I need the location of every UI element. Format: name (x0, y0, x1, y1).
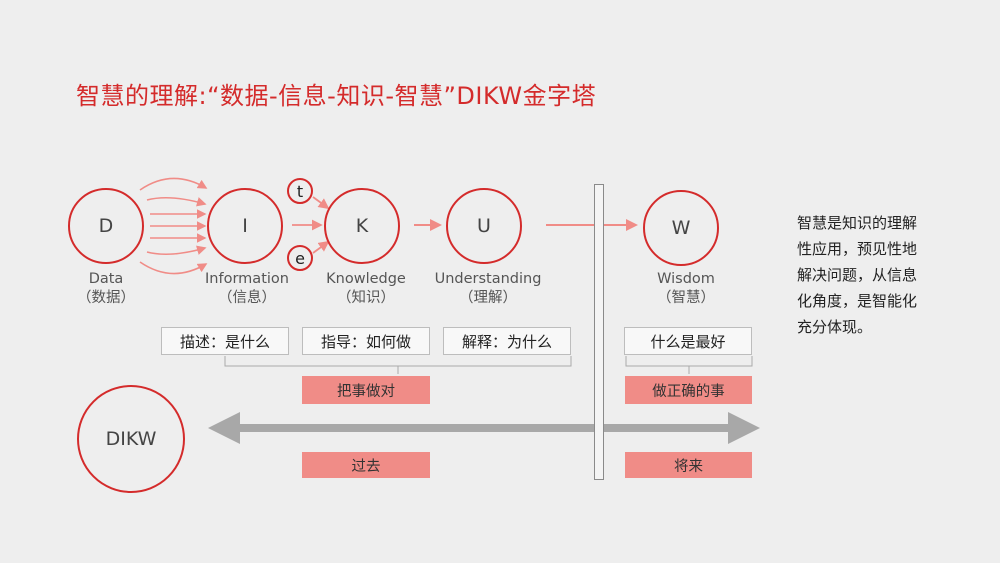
dikw-label: DIKW (105, 428, 157, 450)
knowledge-label: Knowledge （知识） (326, 270, 406, 308)
information-letter: I (242, 215, 248, 237)
data-label: Data （数据） (77, 270, 135, 308)
wisdom-letter: W (671, 217, 691, 239)
wisdom-name-cn: （智慧） (657, 290, 715, 306)
knowledge-circle: K (324, 188, 400, 264)
understanding-letter: U (477, 215, 491, 237)
guide-box: 指导：如何做 (302, 327, 430, 355)
information-name-cn: （信息） (218, 290, 276, 306)
e-letter: e (295, 248, 305, 268)
knowledge-name-cn: （知识） (337, 290, 395, 306)
divider-bar (594, 184, 604, 480)
understanding-name-en: Understanding (434, 271, 542, 287)
wisdom-circle: W (643, 190, 719, 266)
data-letter: D (98, 215, 114, 237)
explain-box: 解释：为什么 (443, 327, 571, 355)
t-circle: t (287, 178, 313, 204)
understanding-label: Understanding （理解） (435, 270, 542, 308)
data-circle: D (68, 188, 144, 264)
knowledge-name-en: Knowledge (326, 271, 406, 287)
wisdom-explanation: 智慧是知识的理解性应用，预见性地解决问题，从信息化角度，是智能化充分体现。 (797, 214, 918, 336)
knowledge-letter: K (355, 215, 369, 237)
future-box: 将来 (625, 452, 752, 478)
dikw-circle: DIKW (77, 385, 185, 493)
information-name-en: Information (205, 271, 289, 287)
past-box: 过去 (302, 452, 430, 478)
information-circle: I (207, 188, 283, 264)
do-right-thing-box: 做正确的事 (625, 376, 752, 404)
e-circle: e (287, 245, 313, 271)
understanding-name-cn: （理解） (459, 290, 517, 306)
best-box: 什么是最好 (624, 327, 752, 355)
data-to-information-arrows (139, 177, 208, 275)
do-right-box: 把事做对 (302, 376, 430, 404)
left-bracket (224, 356, 572, 374)
right-bracket (625, 356, 753, 374)
wisdom-label: Wisdom （智慧） (657, 270, 715, 308)
data-name-en: Data (88, 271, 124, 287)
t-letter: t (296, 181, 304, 201)
wisdom-name-en: Wisdom (657, 271, 715, 287)
information-label: Information （信息） (205, 270, 289, 308)
page-title: 智慧的理解:“数据-信息-知识-智慧”DIKW金字塔 (76, 82, 597, 110)
data-name-cn: （数据） (77, 290, 135, 306)
understanding-circle: U (446, 188, 522, 264)
information-to-knowledge-arrows (292, 196, 330, 254)
describe-box: 描述：是什么 (161, 327, 289, 355)
